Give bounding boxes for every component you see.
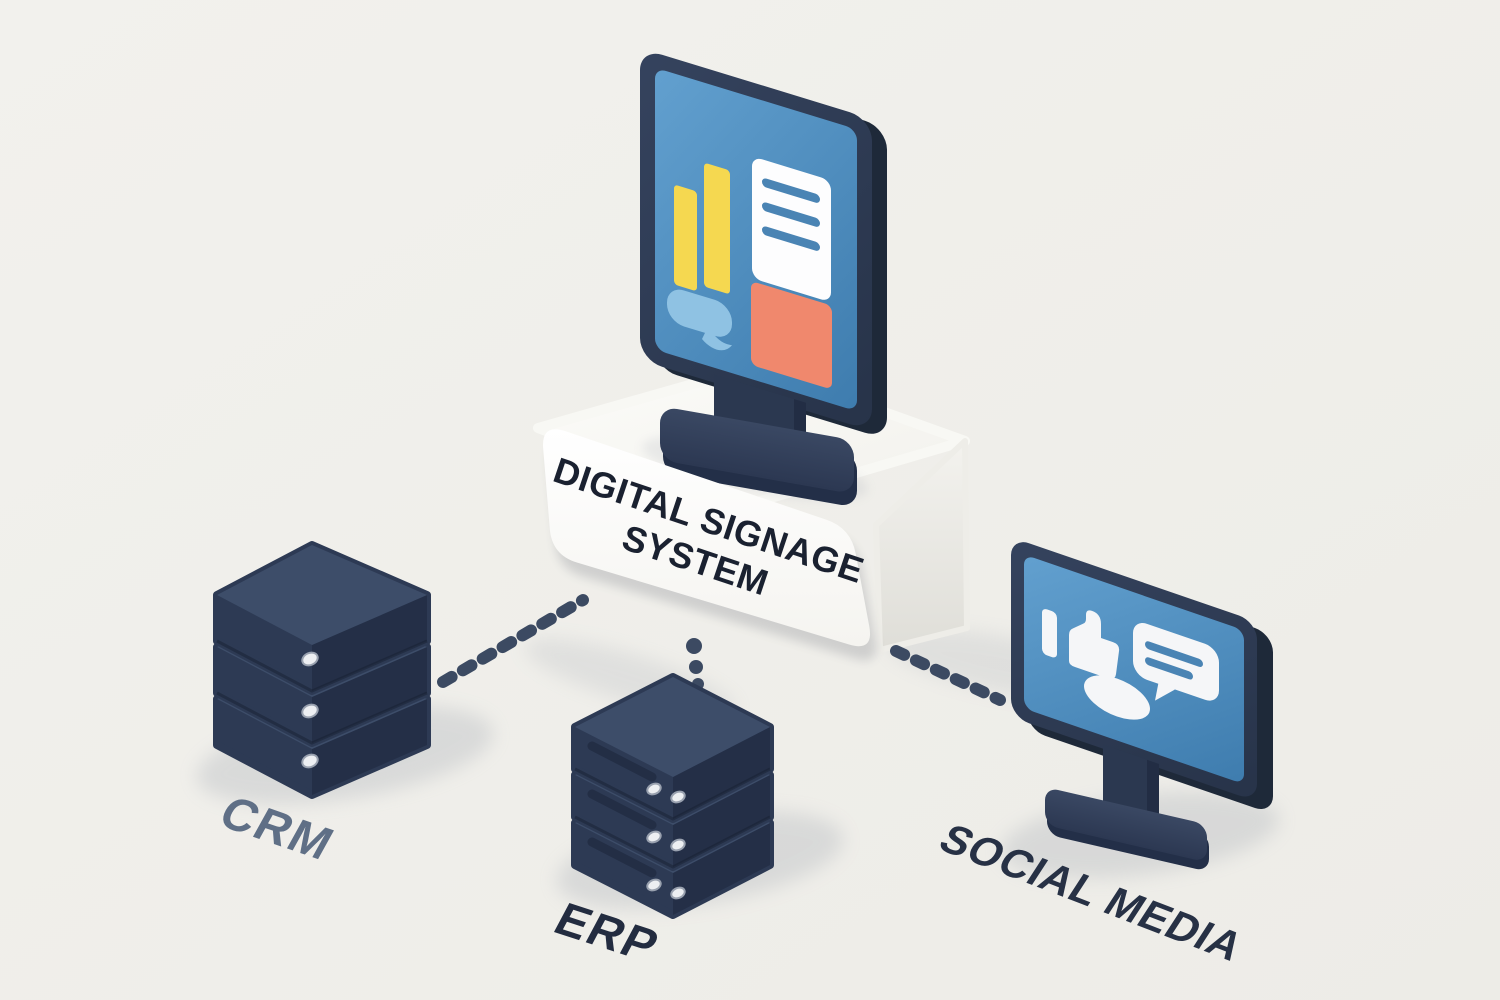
document-card-icon bbox=[752, 158, 831, 300]
social-stand-neck-side bbox=[1147, 759, 1159, 822]
pedestal-right-face bbox=[873, 438, 970, 653]
card-line-1 bbox=[762, 178, 820, 203]
thumbs-up-icon bbox=[1042, 609, 1120, 680]
speech-blob-icon bbox=[667, 289, 732, 351]
social-stand-base bbox=[1045, 789, 1209, 870]
card-line-3 bbox=[762, 226, 820, 251]
social-stand-neck bbox=[1103, 744, 1159, 822]
crm-tier-1 bbox=[213, 541, 431, 695]
ellipsis-bubble-icon bbox=[1084, 675, 1150, 720]
kiosk-stand-base bbox=[660, 408, 857, 506]
social-base-top bbox=[1045, 789, 1207, 860]
card-line-2 bbox=[762, 202, 820, 227]
connector-crm bbox=[437, 594, 589, 688]
erp-led-indicators bbox=[646, 782, 686, 900]
signage-label-panel: DIGITAL SIGNAGE SYSTEM bbox=[543, 429, 877, 661]
erp-tier-1 bbox=[571, 673, 774, 823]
bar-1 bbox=[674, 185, 697, 291]
social-screen bbox=[1024, 557, 1244, 782]
crm-server bbox=[213, 541, 431, 799]
media-banner bbox=[751, 282, 832, 388]
kiosk-base-top bbox=[660, 408, 854, 492]
bar-2 bbox=[704, 163, 730, 294]
chat-bubble-icon bbox=[1133, 623, 1219, 701]
crm-led-indicators bbox=[301, 651, 319, 769]
connector-social bbox=[890, 645, 1006, 706]
social-monitor bbox=[1011, 542, 1273, 822]
panel-face bbox=[543, 429, 871, 647]
kiosk-monitor bbox=[640, 53, 887, 479]
bar-chart-icon bbox=[674, 163, 730, 294]
erp-server bbox=[571, 673, 774, 919]
